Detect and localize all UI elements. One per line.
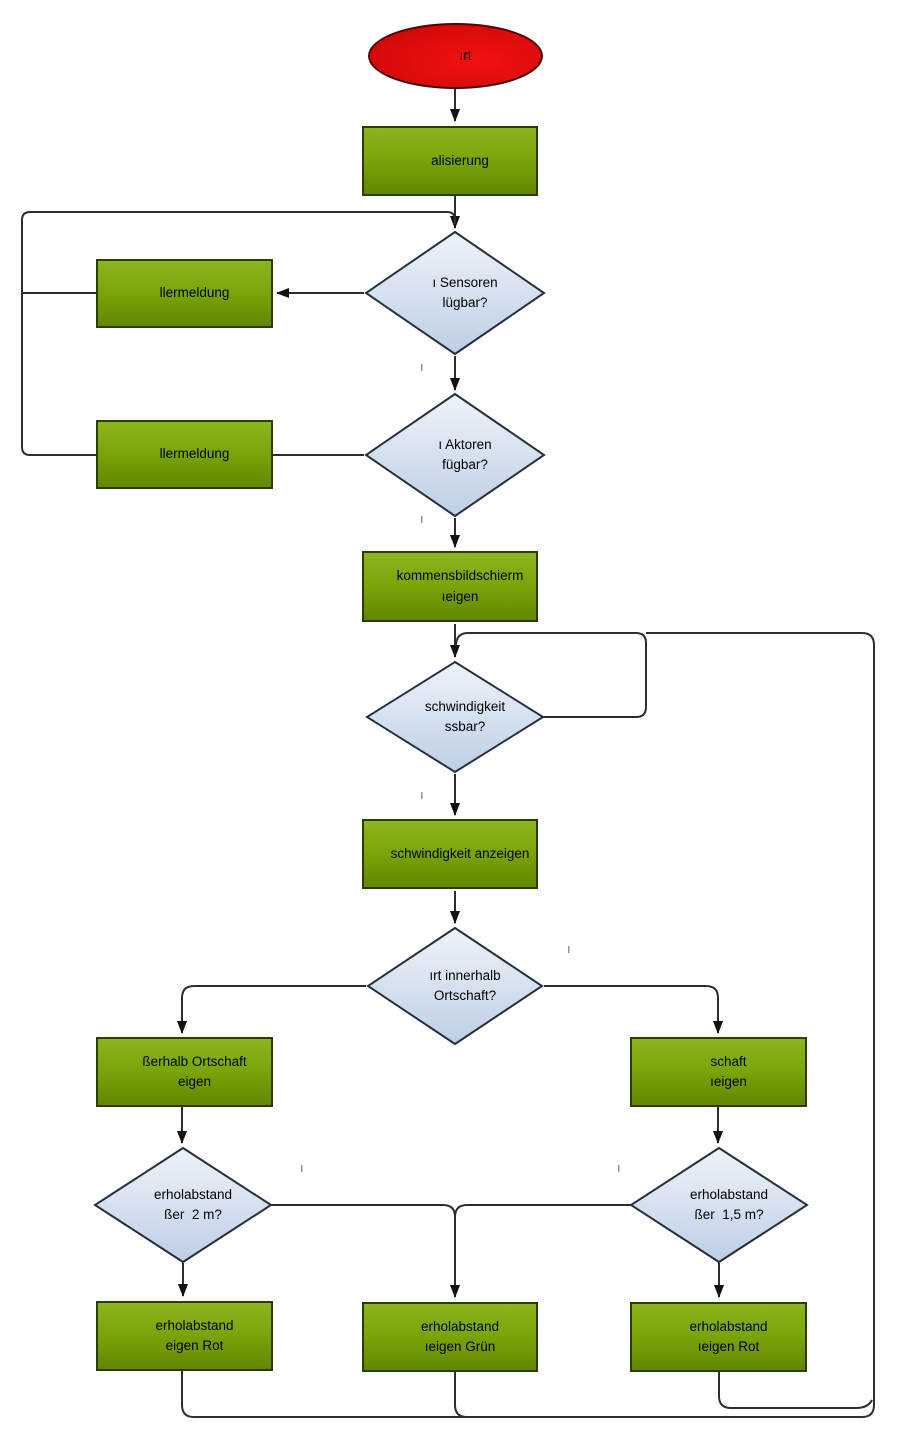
node-inside-display-label: schaft ıeigen (710, 1053, 747, 1089)
edge-location-outside (177, 985, 366, 1034)
decision-shapes (93, 230, 809, 1264)
node-actuators-check-label: ı Aktoren fügbar? (438, 436, 492, 472)
node-distance-red-right-label: erholabstand ıeigen Rot (689, 1318, 768, 1354)
node-inside-display: schaft ıeigen (630, 1037, 807, 1107)
edge-main-return-loop (194, 632, 875, 1418)
edge-label-actuators-yes: ı (420, 511, 424, 526)
node-error-sensors: llermeldung (96, 259, 273, 328)
edge-green-loop (454, 1371, 468, 1418)
edge-label-distance2m-yes: ı (300, 1160, 304, 1175)
node-sensors-check-label: ı Sensoren lügbar? (432, 274, 498, 310)
edge-location-inside (544, 985, 723, 1034)
node-distance-check-2m-label: erholabstand ßer 2 m? (153, 1186, 233, 1222)
node-outside-display-label: ßerhalb Ortschaft eigen (142, 1053, 247, 1089)
node-welcome-label: kommensbildschierm ıeigen (396, 568, 524, 604)
edge-label-speed-yes: ı (420, 787, 424, 802)
edge-distance2m-green (271, 1204, 460, 1298)
node-error-sensors-label: llermeldung (159, 285, 230, 301)
edge-error-retry-loop (21, 211, 456, 456)
edge-red-right-loop (718, 1372, 873, 1409)
edges (21, 89, 875, 1418)
node-start: ırt (368, 23, 543, 89)
node-distance-check-2m-shape (93, 1146, 273, 1264)
node-distance-red-left: erholabstand eigen Rot (96, 1301, 273, 1371)
node-error-actuators-label: llermeldung (159, 446, 230, 462)
node-distance-check-15m-shape (629, 1146, 809, 1264)
node-init-label: alisierung (431, 152, 489, 168)
node-speed-display-label: schwindigkeit anzeigen (390, 845, 530, 861)
node-distance-red-right: erholabstand ıeigen Rot (630, 1302, 807, 1372)
node-start-label: ırt (459, 47, 472, 63)
node-speed-check-label: schwindigkeit ssbar? (424, 698, 506, 734)
edge-label-location-branch: ı (567, 941, 571, 956)
edge-label-distance15m-yes: ı (617, 1160, 621, 1175)
node-welcome: kommensbildschierm ıeigen (362, 551, 538, 622)
node-distance-green: erholabstand ıeigen Grün (362, 1302, 538, 1372)
node-speed-check-shape (365, 660, 545, 774)
node-init: alisierung (362, 126, 538, 196)
edge-label-sensors-yes: ı (420, 359, 424, 374)
edge-red-left-loop (181, 1371, 195, 1418)
node-location-check-label: ırt innerhalb Ortschaft? (429, 967, 501, 1003)
node-outside-display: ßerhalb Ortschaft eigen (96, 1037, 273, 1107)
node-error-actuators: llermeldung (96, 420, 273, 489)
node-speed-display: schwindigkeit anzeigen (362, 819, 538, 889)
node-distance-green-label: erholabstand ıeigen Grün (420, 1318, 500, 1354)
node-actuators-check-shape (364, 392, 546, 518)
node-distance-check-15m-label: erholabstand ßer 1,5 m? (689, 1186, 769, 1222)
edge-distance15m-green (454, 1204, 631, 1218)
node-sensors-check-shape (364, 230, 546, 356)
node-location-check-shape (366, 926, 544, 1046)
node-distance-red-left-label: erholabstand eigen Rot (155, 1317, 234, 1353)
edge-speed-retry-loop (455, 632, 647, 718)
